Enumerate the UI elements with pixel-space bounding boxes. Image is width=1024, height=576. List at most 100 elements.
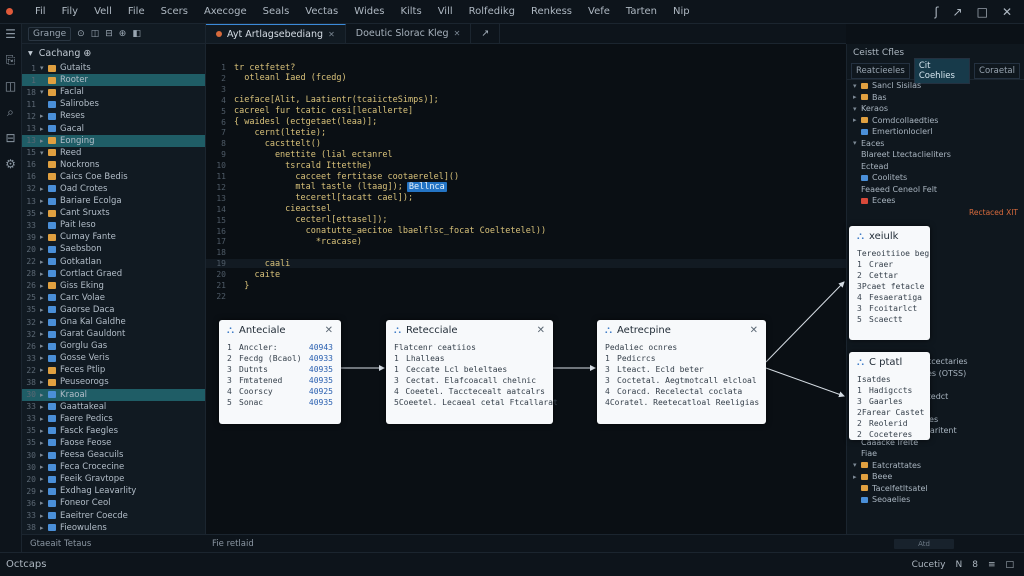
menu-item[interactable]: Nip <box>673 6 690 17</box>
chevron-right-icon[interactable]: ▸ <box>40 402 44 411</box>
code-line[interactable]: 6{ waidesl (ectgetaet(leaa)]; <box>206 117 377 128</box>
footer-input[interactable]: Atd <box>894 538 954 549</box>
tree-item[interactable]: 33▸Gaattakeal <box>22 401 205 413</box>
menu-icon[interactable]: ☰ <box>5 27 16 41</box>
tree-item[interactable]: 33▸Gosse Veris <box>22 352 205 364</box>
chevron-right-icon[interactable]: ▸ <box>40 354 44 363</box>
chevron-down-icon[interactable]: ▾ <box>853 139 857 148</box>
tree-item[interactable]: 33▸Eaeitrer Coecde <box>22 509 205 521</box>
maximize-icon[interactable]: □ <box>976 4 988 19</box>
chevron-right-icon[interactable]: ▸ <box>40 269 44 278</box>
menu-item[interactable]: Renkess <box>531 6 572 17</box>
outline-item[interactable]: ▾Keraos <box>847 103 1024 115</box>
menu-item[interactable]: Fil <box>35 6 46 17</box>
code-line[interactable]: 8 cacsttelt() <box>206 138 321 149</box>
chevron-right-icon[interactable]: ▸ <box>40 184 44 193</box>
menu-item[interactable]: Scers <box>160 6 188 17</box>
code-line[interactable]: 7 cernt(ltetie); <box>206 127 326 138</box>
code-line[interactable]: 3 <box>206 84 234 95</box>
code-line[interactable]: 15 cecterl[ettasel]); <box>206 215 387 226</box>
tree-item[interactable]: 18▾Faclal <box>22 86 205 98</box>
tree-item[interactable]: 36▸Foneor Ceol <box>22 497 205 509</box>
chevron-right-icon[interactable]: ▸ <box>40 499 44 508</box>
tree-item[interactable]: 30▸Feca Crocecine <box>22 461 205 473</box>
tree-item[interactable]: 35▸Gaorse Daca <box>22 304 205 316</box>
chevron-right-icon[interactable]: ▸ <box>40 378 44 387</box>
code-line[interactable]: 11 cacceet fertitase cootaerelel]() <box>206 171 459 182</box>
chevron-right-icon[interactable]: ▸ <box>40 136 44 145</box>
outline-item[interactable]: Blareet Ltectaclieliters <box>847 149 1024 161</box>
menu-item[interactable]: Wides <box>354 6 385 17</box>
menu-item[interactable]: File <box>127 6 145 17</box>
chevron-right-icon[interactable]: ▸ <box>853 472 857 481</box>
editor-tab[interactable]: ↗ <box>471 24 501 43</box>
code-line[interactable]: 9 enettite (lial ectanrel <box>206 149 392 160</box>
outline-item[interactable]: Feaeed Ceneol Felt <box>847 184 1024 196</box>
tree-item[interactable]: 35▸Faose Feose <box>22 437 205 449</box>
chevron-right-icon[interactable]: ▸ <box>40 233 44 242</box>
close-icon[interactable]: ✕ <box>453 29 461 38</box>
tree-item[interactable]: 39▸Cumay Fante <box>22 231 205 243</box>
tree-item[interactable]: 26▸Giss Eking <box>22 280 205 292</box>
outline-item[interactable]: Tacelfetltsatel <box>847 483 1024 495</box>
tree-item[interactable]: 30▸Kraoal <box>22 388 205 401</box>
chevron-right-icon[interactable]: ▸ <box>40 451 44 460</box>
chevron-right-icon[interactable]: ▸ <box>40 463 44 472</box>
outline-item[interactable]: Coolitets <box>847 172 1024 184</box>
files-icon[interactable]: ⎘ <box>5 53 16 67</box>
tree-item[interactable]: 1▾Gutaits <box>22 62 205 74</box>
code-line[interactable]: 21 } <box>206 280 249 291</box>
tree-item[interactable]: 38▸Fieowulens <box>22 522 205 534</box>
status-item[interactable]: 8 <box>972 559 978 570</box>
panel-icon[interactable]: ⊟ <box>5 131 16 145</box>
tree-item[interactable]: 20▸Saebsbon <box>22 243 205 255</box>
tree-item[interactable]: 13▸Eonging <box>22 134 205 147</box>
chevron-right-icon[interactable]: ▸ <box>40 124 44 133</box>
outline-item[interactable]: ▾Eatcrattates <box>847 460 1024 472</box>
code-line[interactable]: 12 mtal tastle (ltaag]);Bellnca <box>206 182 447 193</box>
chevron-right-icon[interactable]: ▸ <box>40 281 44 290</box>
code-line[interactable]: 14 cieactsel <box>206 204 331 215</box>
chevron-right-icon[interactable]: ▸ <box>40 475 44 484</box>
tree-item[interactable]: 38▸Peuseorogs <box>22 376 205 388</box>
code-line[interactable]: 19 caali <box>206 258 290 269</box>
tree-item[interactable]: 32▸Garat Gauldont <box>22 328 205 340</box>
chevron-right-icon[interactable]: ▸ <box>40 197 44 206</box>
editor-tab[interactable]: Doeutic Slorac Kleg✕ <box>346 24 472 43</box>
menu-item[interactable]: Kilts <box>400 6 422 17</box>
tree-item[interactable]: 22▸Feces Ptlip <box>22 364 205 376</box>
tree-item[interactable]: 35▸Fasck Faegles <box>22 425 205 437</box>
chevron-right-icon[interactable]: ▸ <box>40 293 44 302</box>
chevron-down-icon[interactable]: ▾ <box>40 64 44 73</box>
outline-tab[interactable]: Reatcieeles <box>851 62 910 79</box>
layout-icon[interactable]: ◫ <box>4 79 17 93</box>
chevron-right-icon[interactable]: ▸ <box>40 438 44 447</box>
chevron-right-icon[interactable]: ▸ <box>40 112 44 121</box>
code-line[interactable]: 2 otleanl Iaed (fcedg) <box>206 73 346 84</box>
menu-item[interactable]: Axecoge <box>203 6 247 17</box>
chevron-down-icon[interactable]: ▾ <box>853 461 857 470</box>
menu-item[interactable]: Fily <box>61 6 79 17</box>
gear-icon[interactable]: ⚙ <box>5 157 16 171</box>
tree-item[interactable]: 25▸Carc Volae <box>22 292 205 304</box>
toolbar-icon[interactable]: ⊕ <box>118 28 127 39</box>
outline-item[interactable]: Ecees <box>847 195 1024 207</box>
outline-item[interactable]: Fiae <box>847 448 1024 460</box>
outline-item[interactable]: ▾Sancl Sisilas <box>847 80 1024 92</box>
tree-item[interactable]: 32▸Oad Crotes <box>22 183 205 195</box>
tree-item[interactable]: 20▸Feeik Gravtope <box>22 473 205 485</box>
chevron-right-icon[interactable]: ▸ <box>40 366 44 375</box>
chevron-right-icon[interactable]: ▸ <box>40 426 44 435</box>
status-item[interactable]: N <box>955 559 963 570</box>
chevron-right-icon[interactable]: ▸ <box>40 245 44 254</box>
chevron-right-icon[interactable]: ▸ <box>40 330 44 339</box>
